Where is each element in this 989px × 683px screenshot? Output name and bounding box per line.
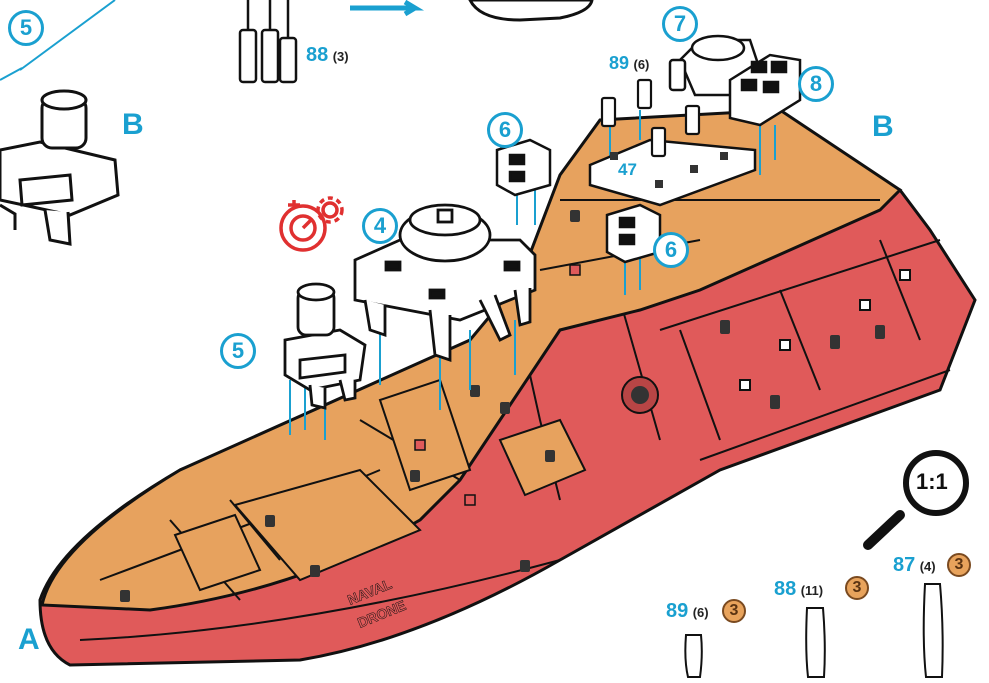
part-47-label: 47 (618, 160, 637, 180)
part-5 (285, 284, 365, 408)
coin-badge: 3 (722, 599, 746, 623)
step-7: 7 (662, 6, 698, 42)
callout-88-top: 88 (3) (306, 44, 349, 67)
part-count: (4) (920, 559, 936, 574)
part-number: 89 (609, 53, 629, 73)
callout-89-top: 89 (6) (609, 53, 649, 74)
part-count: (11) (801, 583, 823, 598)
pegs-88-icon (240, 0, 296, 82)
label-b-left: B (122, 108, 144, 142)
step-5-top: 5 (8, 10, 44, 46)
part-89-bottom: 89 (6) (666, 600, 709, 623)
part-count: (6) (693, 605, 709, 620)
label-b-right: B (872, 110, 894, 144)
servo-part-left (0, 91, 118, 244)
part-number: 88 (306, 44, 328, 66)
scale-label: 1:1 (916, 469, 948, 495)
arrow-icon (350, 2, 415, 14)
step-4: 4 (362, 208, 398, 244)
step-8: 8 (798, 66, 834, 102)
coin-badge: 3 (947, 553, 971, 577)
magnifier-icon (868, 453, 966, 545)
label-a: A (18, 623, 40, 657)
part-number: 89 (666, 600, 688, 622)
step-6-lower: 6 (653, 232, 689, 268)
stopwatch-gear-icon (281, 198, 342, 250)
part-number: 88 (774, 578, 796, 600)
part-number: 87 (893, 554, 915, 576)
part-88-bottom: 88 (11) (774, 578, 823, 601)
part-87-bottom: 87 (4) (893, 554, 936, 577)
step-5-main: 5 (220, 333, 256, 369)
part-6-upper (497, 140, 550, 195)
part-6-lower (607, 205, 660, 262)
part-count: (6) (633, 57, 649, 72)
coin-badge: 3 (845, 576, 869, 600)
step-6-upper: 6 (487, 112, 523, 148)
part-count: (3) (333, 49, 349, 64)
